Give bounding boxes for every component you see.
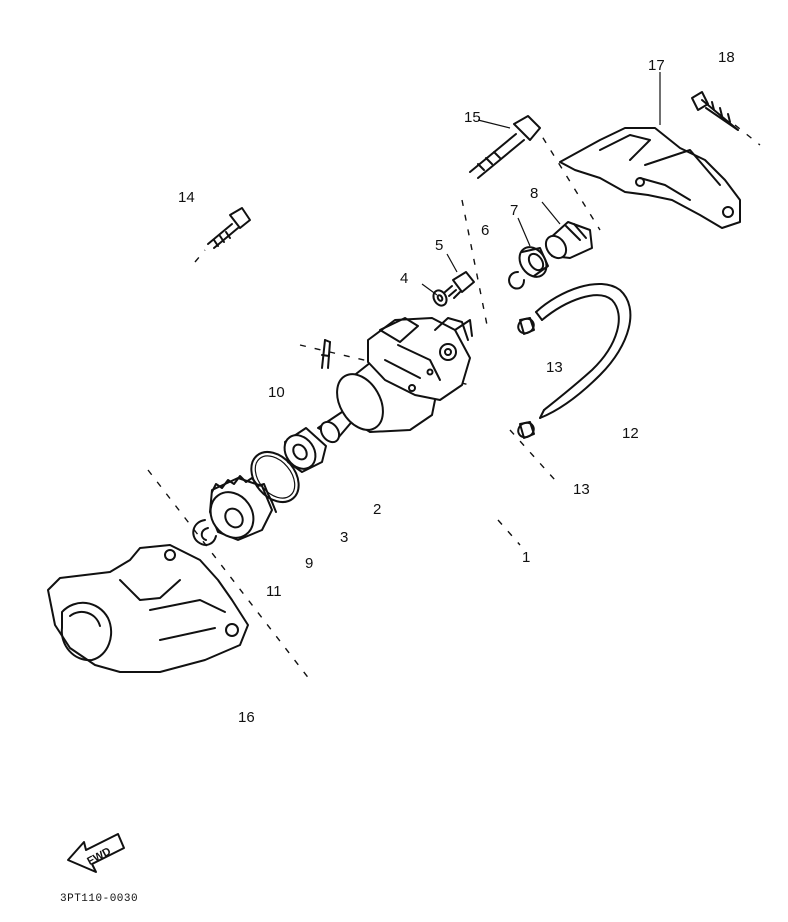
callout-3: 3	[340, 529, 348, 546]
callout-8: 8	[530, 185, 538, 202]
callout-12: 12	[622, 425, 639, 442]
ring-part	[518, 246, 549, 278]
drive-gear-part	[209, 475, 277, 541]
bleed-bolt-part	[444, 271, 475, 299]
dowel-pin-part	[321, 339, 331, 369]
callout-11: 11	[266, 583, 282, 600]
small-circlip-part	[508, 271, 525, 290]
crankcase-cover-part	[47, 544, 249, 673]
callout-13-lower: 13	[573, 481, 590, 498]
fitting-part	[544, 221, 593, 260]
fwd-arrow-icon: FWD	[67, 833, 125, 873]
callout-17: 17	[648, 57, 665, 74]
reference-code: 3PT110-0030	[60, 893, 139, 905]
hose-clamp-upper-part	[517, 317, 535, 335]
hose-clamp-lower-part	[517, 421, 535, 439]
callout-labels: 1 2 3 4 5 6 7 8 9 10 11 12 13 13 14 15 1…	[178, 49, 735, 726]
leader-lines	[421, 72, 661, 296]
callout-2: 2	[373, 501, 381, 518]
callout-10: 10	[268, 384, 285, 401]
callout-1: 1	[522, 549, 530, 566]
callout-6: 6	[481, 222, 489, 239]
oil-pump-assembly-part	[317, 317, 473, 444]
callout-14: 14	[178, 189, 195, 206]
assembly-guide-lines	[147, 124, 761, 681]
callout-4: 4	[400, 270, 408, 287]
callout-9: 9	[305, 555, 313, 572]
circlip-part	[192, 519, 217, 546]
callout-13-upper: 13	[546, 359, 563, 376]
oil-hose-part	[535, 282, 632, 419]
cover-plate-part	[559, 127, 741, 229]
callout-7: 7	[510, 202, 518, 219]
bearing-part	[283, 427, 327, 473]
callout-5: 5	[435, 237, 443, 254]
bolt-long-part	[469, 115, 541, 179]
callout-16: 16	[238, 709, 255, 726]
callout-18: 18	[718, 49, 735, 66]
tapping-screw-part	[691, 91, 739, 131]
screw-short-part	[207, 207, 251, 249]
callout-15: 15	[464, 109, 481, 126]
